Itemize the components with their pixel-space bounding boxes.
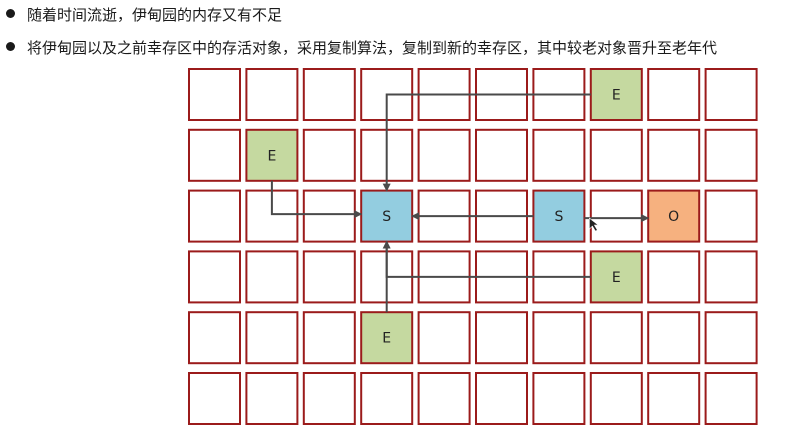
bullet-item-1: 随着时间流逝，伊甸园的内存又有不足 xyxy=(6,5,282,25)
bullet-text-1: 随着时间流逝，伊甸园的内存又有不足 xyxy=(27,6,283,24)
grid-cell xyxy=(704,68,758,121)
grid-cell xyxy=(475,311,528,365)
copy-arrow-e1-to-s1 xyxy=(382,93,591,192)
grid-cell xyxy=(245,250,299,304)
object-label-e4: E xyxy=(382,331,391,347)
grid-cell xyxy=(245,68,299,121)
grid-cell xyxy=(302,372,356,425)
object-label-s1: S xyxy=(382,209,391,225)
object-cell-s2 xyxy=(532,189,586,243)
grid-cell xyxy=(647,68,701,121)
object-cell-e2 xyxy=(245,128,299,182)
grid-cell xyxy=(704,189,758,243)
grid-cell xyxy=(589,311,643,365)
grid-cell xyxy=(589,189,643,243)
bullet-item-2: 将伊甸园以及之前幸存区中的存活对象，采用复制算法，复制到新的幸存区，其中较老对象… xyxy=(6,38,717,58)
grid-cell xyxy=(417,128,471,182)
grid-cell xyxy=(360,372,414,425)
grid-cell xyxy=(188,311,241,365)
object-label-e1: E xyxy=(612,88,621,104)
grid-cell xyxy=(647,311,701,365)
copy-arrow-e2-to-s1 xyxy=(270,180,363,219)
grid-cell xyxy=(302,128,356,182)
grid-cells: E E S S O E E xyxy=(188,68,758,425)
grid-cell xyxy=(589,128,643,182)
grid-cell xyxy=(475,128,528,182)
grid-cell xyxy=(245,311,299,365)
object-label-e3: E xyxy=(612,270,621,286)
object-cell-e3 xyxy=(589,250,643,304)
grid-cell xyxy=(188,68,241,121)
grid-cell xyxy=(302,68,356,121)
grid-cell xyxy=(704,311,758,365)
grid-cell xyxy=(302,189,356,243)
grid-cell xyxy=(532,372,586,425)
object-label-s2: S xyxy=(554,209,563,225)
grid-cell xyxy=(188,128,241,182)
grid-cell xyxy=(647,128,701,182)
grid-cell xyxy=(532,128,586,182)
grid-cell xyxy=(188,372,241,425)
grid-cell xyxy=(647,372,701,425)
bullet-text-2: 将伊甸园以及之前幸存区中的存活对象，采用复制算法，复制到新的幸存区，其中较老对象… xyxy=(27,39,718,57)
grid-cell xyxy=(302,311,356,365)
grid-cell xyxy=(302,250,356,304)
grid-cell xyxy=(417,311,471,365)
grid-cell xyxy=(475,372,528,425)
object-label-o1: O xyxy=(668,209,679,225)
object-cell-o1 xyxy=(647,189,701,243)
copy-arrows xyxy=(270,93,650,313)
bullet-dot xyxy=(6,42,15,51)
grid-cell xyxy=(532,311,586,365)
grid-cell xyxy=(245,372,299,425)
grid-cell xyxy=(589,372,643,425)
bullet-dot xyxy=(6,9,15,18)
object-cell-e4 xyxy=(360,311,414,365)
grid-cell xyxy=(704,372,758,425)
grid-cell xyxy=(704,128,758,182)
grid-cell xyxy=(188,250,241,304)
grid-cell xyxy=(647,250,701,304)
mouse-cursor-icon xyxy=(589,217,600,232)
grid-cell xyxy=(417,372,471,425)
grid-cell xyxy=(704,250,758,304)
object-label-e2: E xyxy=(267,148,276,164)
grid-cell xyxy=(188,189,241,243)
